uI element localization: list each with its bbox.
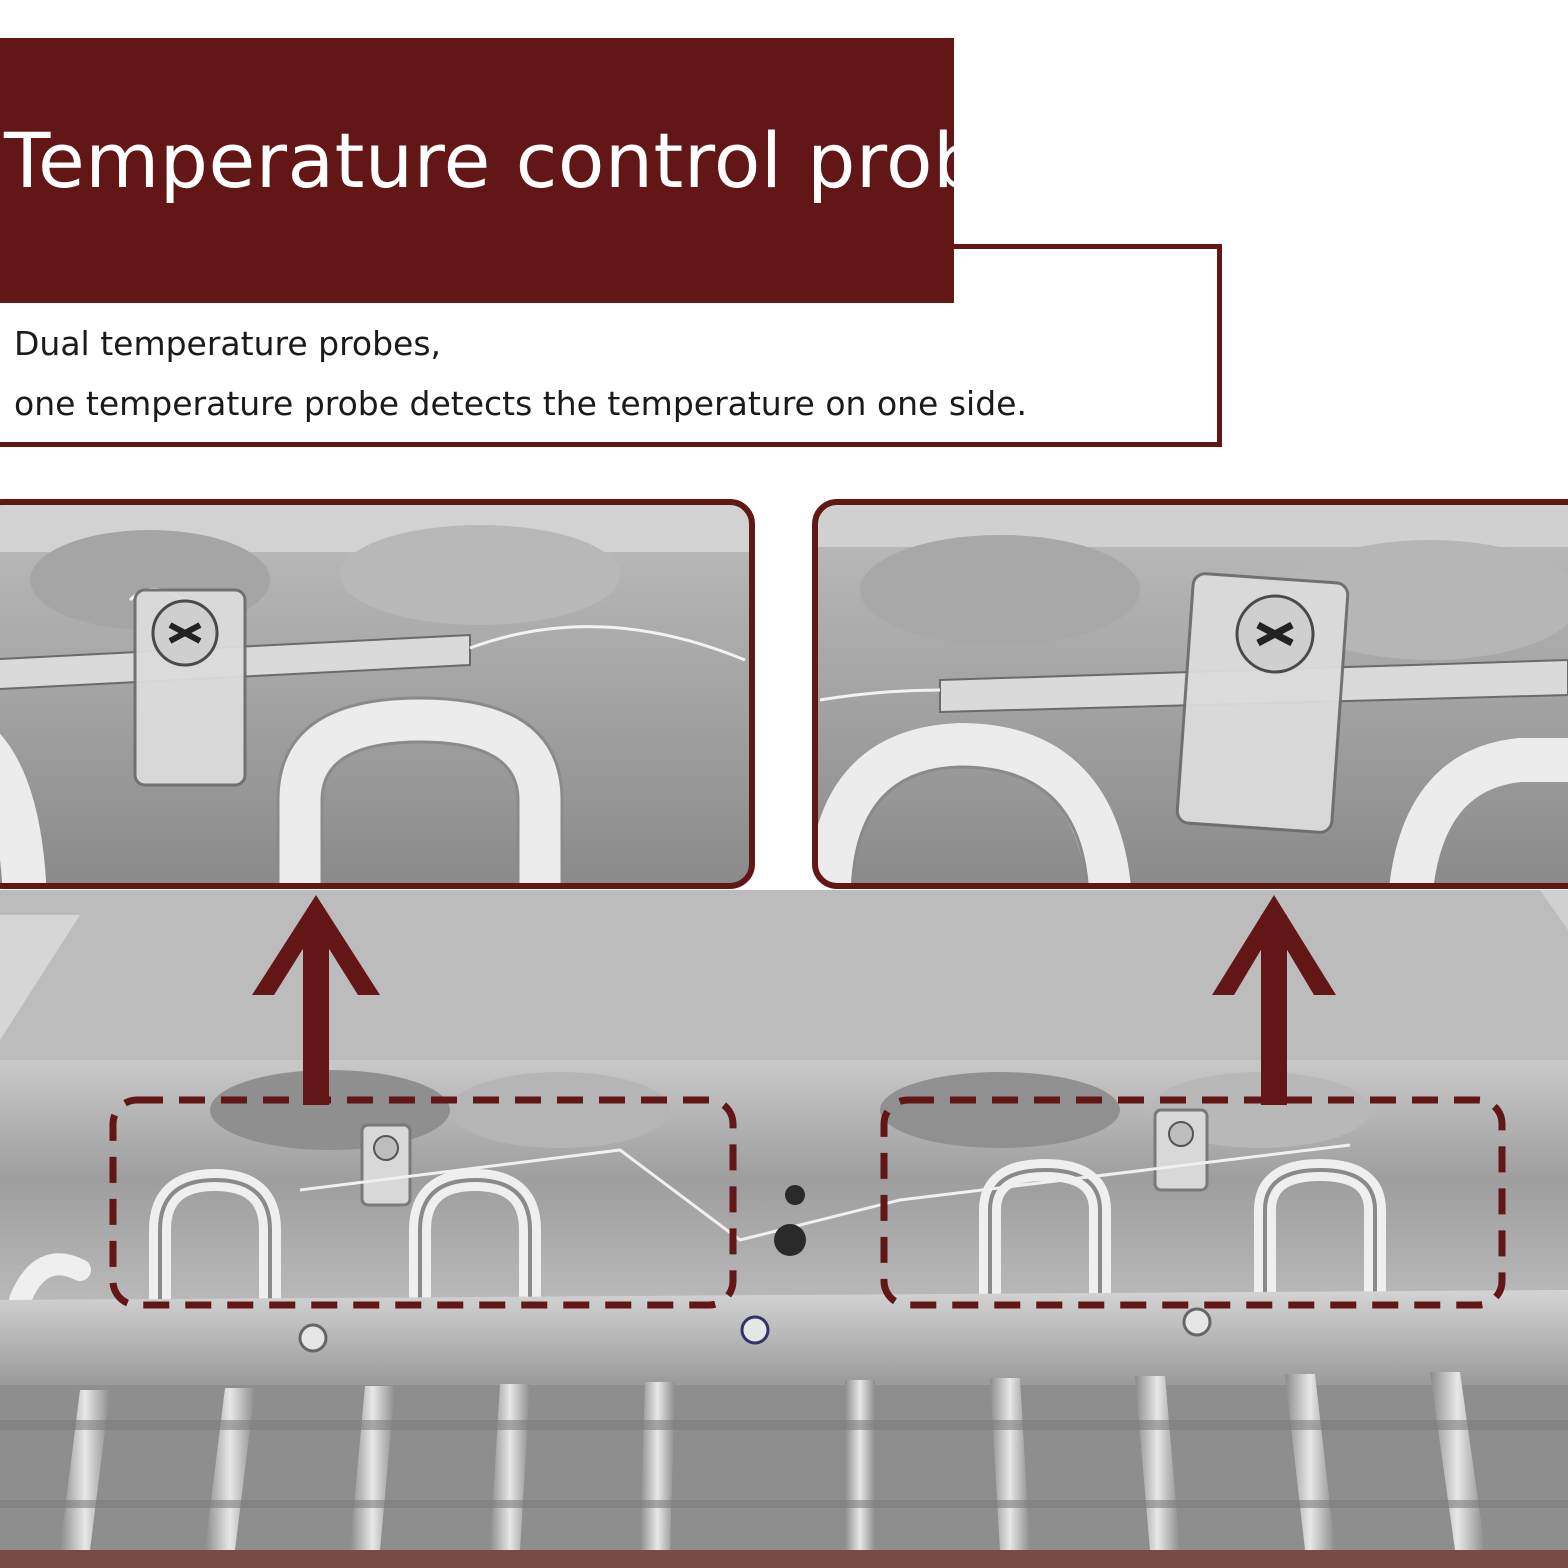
description-line-2: one temperature probe detects the temper… — [14, 384, 1027, 423]
title-banner — [0, 38, 954, 303]
zoom-inset-left — [0, 499, 755, 889]
page-title: Temperature control probe — [4, 116, 1029, 205]
highlight-region-left — [109, 1096, 737, 1309]
highlight-region-right — [880, 1096, 1506, 1309]
up-arrow-icon — [252, 895, 380, 1105]
up-arrow-icon — [1212, 895, 1336, 1105]
bottom-edge-bar — [0, 1550, 1568, 1568]
machine-lower-view — [0, 890, 1568, 1550]
zoom-inset-right — [812, 499, 1568, 889]
description-line-1: Dual temperature probes, — [14, 324, 442, 363]
